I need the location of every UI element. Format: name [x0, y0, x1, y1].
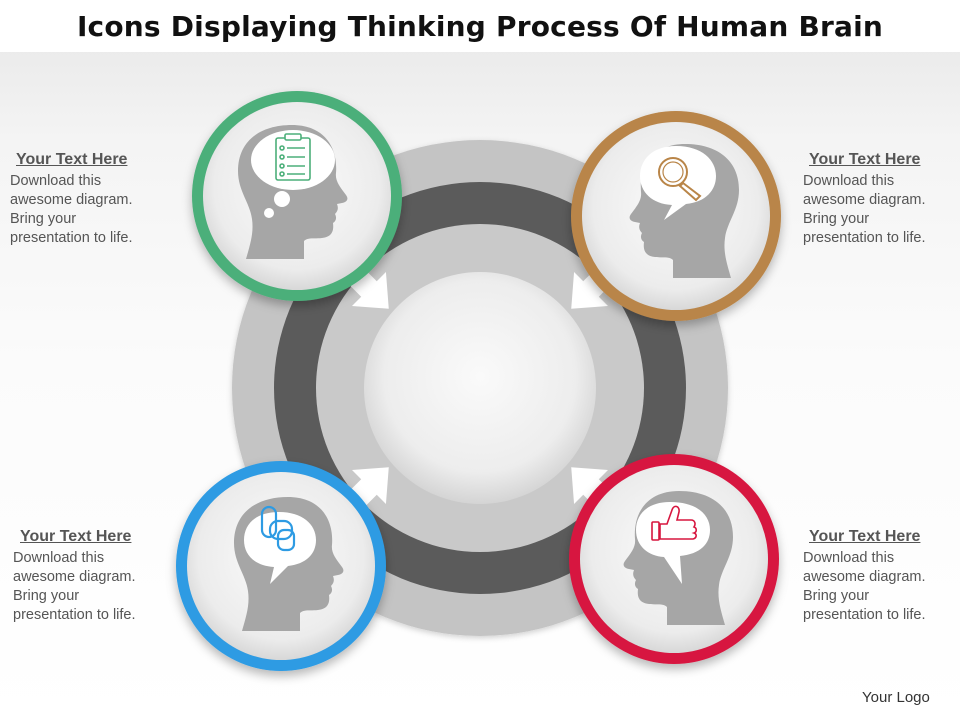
clipboard-checklist-icon — [275, 133, 311, 181]
center-circle — [364, 272, 596, 504]
text-block-bottom-left: Your Text Here Download this awesome dia… — [13, 528, 193, 625]
node-top-right — [571, 111, 781, 321]
text-heading: Your Text Here — [20, 528, 132, 545]
text-block-bottom-right: Your Text Here Download this awesome dia… — [803, 528, 953, 625]
magnifying-glass-icon — [658, 157, 702, 202]
text-heading: Your Text Here — [809, 151, 921, 168]
text-heading: Your Text Here — [809, 528, 921, 545]
chain-link-icon — [260, 505, 296, 552]
thought-bubble — [251, 130, 335, 190]
text-body: Download this awesome diagram. Bring you… — [803, 550, 926, 623]
page-title: Icons Displaying Thinking Process Of Hum… — [76, 9, 884, 43]
node-top-left — [192, 91, 402, 301]
node-bottom-right — [569, 454, 779, 664]
text-heading: Your Text Here — [16, 151, 128, 168]
node-bottom-left — [176, 461, 386, 671]
title-bar: Icons Displaying Thinking Process Of Hum… — [0, 0, 960, 52]
text-body: Download this awesome diagram. Bring you… — [10, 173, 133, 246]
text-body: Download this awesome diagram. Bring you… — [803, 173, 926, 246]
logo-text: Your Logo — [862, 689, 930, 706]
thumbs-up-icon — [651, 505, 698, 541]
text-block-top-right: Your Text Here Download this awesome dia… — [803, 151, 953, 248]
text-body: Download this awesome diagram. Bring you… — [13, 550, 136, 623]
text-block-top-left: Your Text Here Download this awesome dia… — [10, 151, 190, 248]
speech-bubble — [640, 146, 716, 220]
